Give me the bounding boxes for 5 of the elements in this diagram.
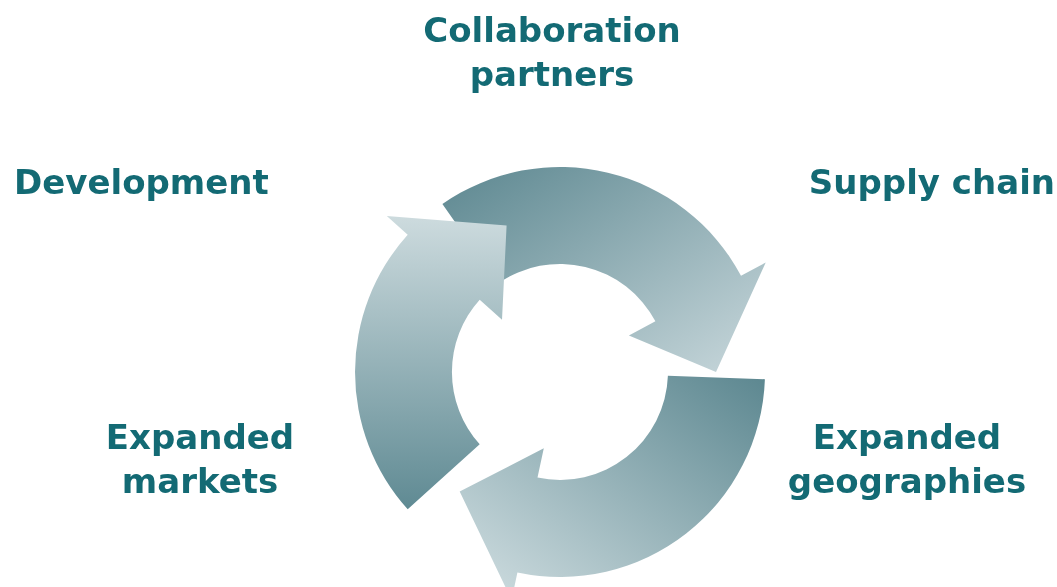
cycle-label: Development	[14, 161, 270, 204]
cycle-label: Expanded geographies	[786, 416, 1028, 504]
cycle-label: Expanded markets	[104, 416, 296, 504]
cycle-label: Collaboration partners	[422, 9, 682, 97]
cycle-label: Supply chain	[807, 161, 1055, 204]
